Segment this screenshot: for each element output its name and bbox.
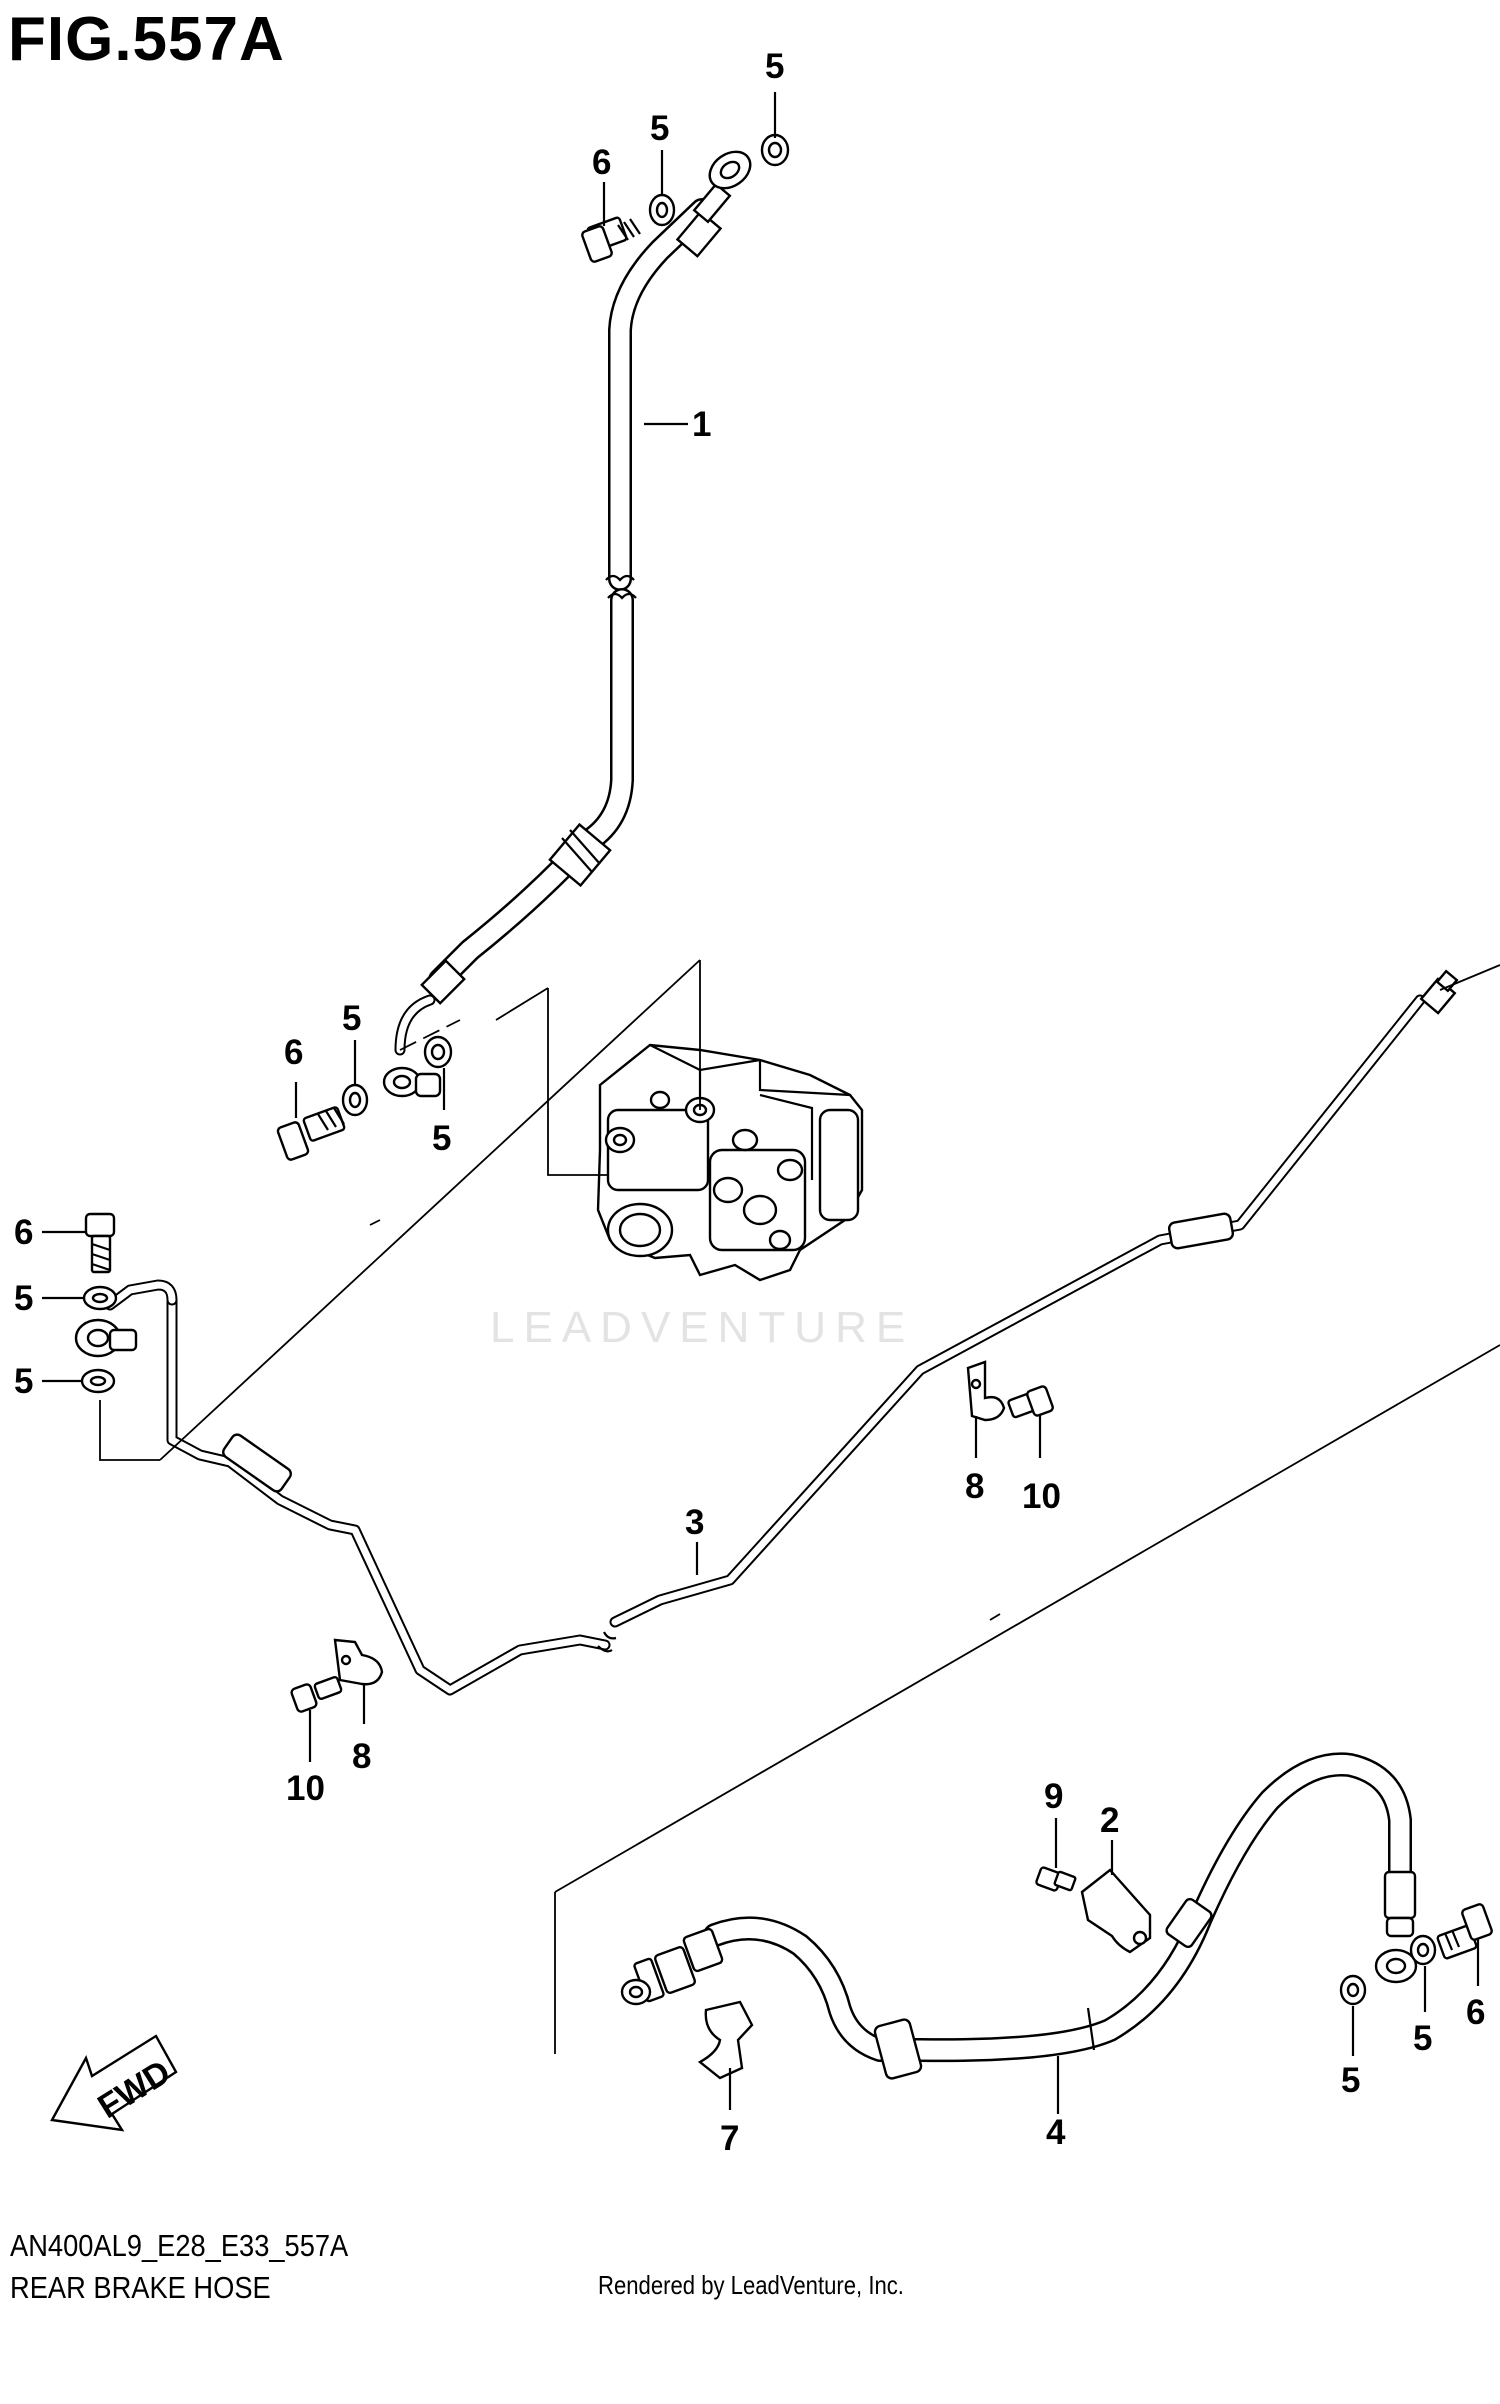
abs-unit xyxy=(596,1043,864,1282)
callout-1: 1 xyxy=(692,405,711,444)
reference-lines xyxy=(99,959,1500,2054)
rendered-by-credit: Rendered by LeadVenture, Inc. xyxy=(598,2270,904,2300)
callout-6-mid: 6 xyxy=(284,1033,303,1072)
diagram-subtitle: REAR BRAKE HOSE xyxy=(10,2270,271,2305)
brake-hose-1 xyxy=(382,150,752,1098)
brake-hose-4 xyxy=(620,1752,1418,2080)
callout-8-right: 8 xyxy=(965,1467,984,1506)
union-bolt-6-right xyxy=(1436,1903,1493,1960)
callout-3: 3 xyxy=(685,1503,704,1542)
callout-5-bottom-right: 5 xyxy=(1413,2019,1432,2058)
bolt-10-right xyxy=(1007,1385,1054,1419)
washer-5-mid-right xyxy=(423,1035,453,1069)
callout-4: 4 xyxy=(1046,2113,1066,2152)
washer-5-left-upper xyxy=(82,1285,118,1311)
callout-6-top: 6 xyxy=(592,143,611,182)
callout-5-mid-upper: 5 xyxy=(342,999,361,1038)
bolt-10-left xyxy=(290,1676,343,1713)
watermark: LEADVENTURE xyxy=(490,1303,914,1352)
fwd-direction-arrow: FWD xyxy=(50,2034,178,2132)
washer-5-top-right xyxy=(760,133,790,167)
brake-pipe-3 xyxy=(74,969,1459,1696)
fig-title: FIG.557A xyxy=(8,5,285,74)
callout-5-top-left: 5 xyxy=(650,109,669,148)
diagram-code: AN400AL9_E28_E33_557A xyxy=(10,2228,349,2263)
clamp-8-left xyxy=(333,1638,384,1686)
callout-5-bottom-left: 5 xyxy=(1341,2061,1360,2100)
callout-8-left: 8 xyxy=(352,1737,371,1776)
union-bolt-6-top xyxy=(581,216,641,263)
callout-5-left-upper: 5 xyxy=(14,1279,33,1318)
callout-labels: 1 5 5 6 5 6 5 6 5 5 3 8 10 8 10 9 2 7 4 … xyxy=(14,47,1485,2158)
callout-10-right: 10 xyxy=(1022,1477,1061,1516)
callout-6-bottom-right: 6 xyxy=(1466,1993,1485,2032)
callout-9: 9 xyxy=(1044,1777,1063,1816)
washer-5-left-lower xyxy=(80,1368,116,1394)
callout-7: 7 xyxy=(720,2119,739,2158)
union-bolt-6-left xyxy=(84,1212,116,1274)
clamp-8-right xyxy=(966,1360,1006,1422)
washer-5-bottom-right-2 xyxy=(1409,1934,1437,1966)
bracket-2 xyxy=(1080,1868,1152,1954)
union-bolt-6-mid xyxy=(276,1106,346,1161)
callout-10-left: 10 xyxy=(286,1769,325,1808)
bolt-9 xyxy=(1035,1866,1077,1892)
callout-5-mid-lower: 5 xyxy=(432,1119,451,1158)
washer-5-top-left xyxy=(648,193,676,227)
washer-5-bottom-right xyxy=(1339,1974,1367,2006)
washer-5-mid-left xyxy=(341,1083,369,1117)
callout-6-left: 6 xyxy=(14,1213,33,1252)
callout-2: 2 xyxy=(1100,1801,1119,1840)
clip-7 xyxy=(697,2000,754,2080)
callout-5-left-lower: 5 xyxy=(14,1362,33,1401)
callout-5-top-right: 5 xyxy=(765,47,784,86)
leader-lines xyxy=(42,92,1480,2114)
